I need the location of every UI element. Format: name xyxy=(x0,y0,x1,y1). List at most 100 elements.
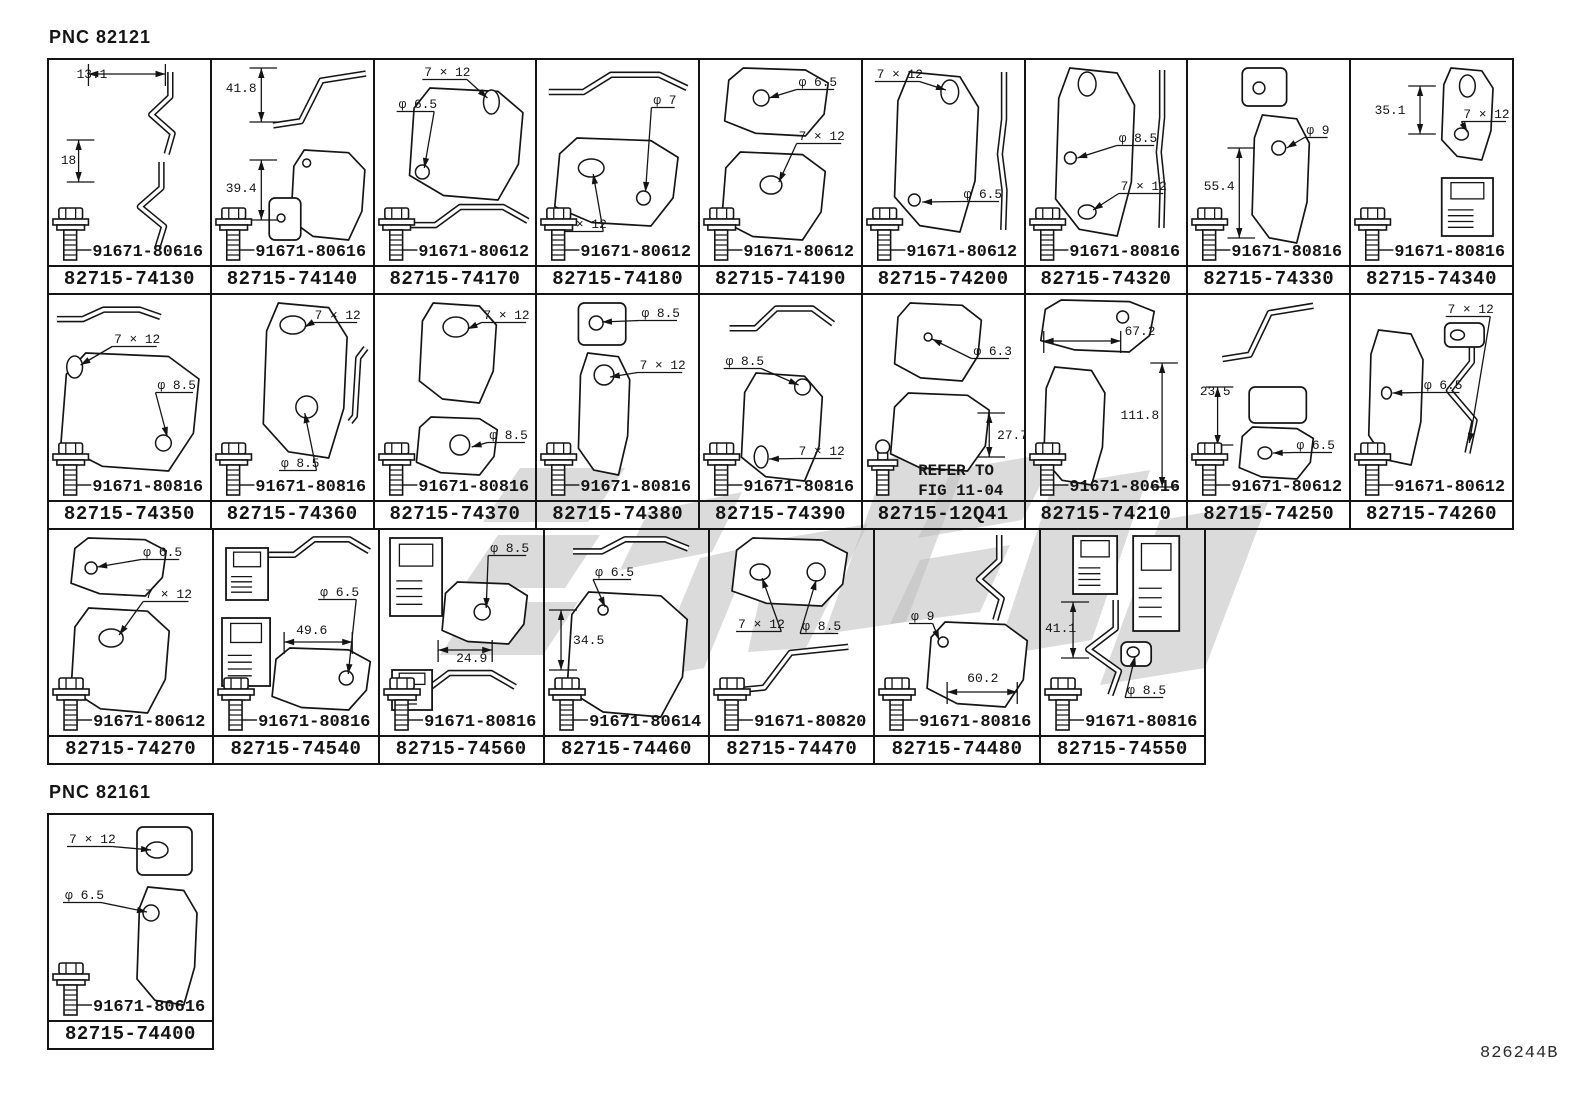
bolt-part-number: 91671-80612 xyxy=(1232,478,1343,497)
dimension-label: 55.4 xyxy=(1204,179,1235,194)
part-number: 82715-74470 xyxy=(710,735,874,763)
bolt-icon xyxy=(52,207,90,261)
part-number: 82715-74560 xyxy=(379,735,543,763)
bracket-drawing: 7 × 12 φ 8.5 91671-80816 xyxy=(52,306,203,497)
dimension-label: 24.9 xyxy=(456,651,487,666)
bolt-icon xyxy=(377,207,415,261)
bracket-drawing: φ 8.5 7 × 12 91671-80816 xyxy=(703,305,854,497)
bolt-icon xyxy=(52,677,90,731)
part-number: 82715-74140 xyxy=(211,265,373,293)
part-number: 82715-74380 xyxy=(537,500,699,528)
bolt-part-number: 91671-80612 xyxy=(581,243,692,262)
bolt-part-number: 91671-80612 xyxy=(1395,478,1506,497)
bolt-part-number: 91671-80816 xyxy=(418,478,529,497)
dimension-label: 41.1 xyxy=(1045,621,1076,636)
bolt-part-number: 91671-80612 xyxy=(906,243,1017,262)
part-number: 82715-74200 xyxy=(862,265,1024,293)
bracket-drawing: φ 9 60.2 91671-80816 xyxy=(878,535,1032,732)
dimension-label: φ 7 xyxy=(654,93,677,108)
figure-code: 826244B xyxy=(1480,1044,1559,1063)
dimension-label: 35.1 xyxy=(1375,103,1406,118)
bolt-icon xyxy=(1354,442,1392,496)
dimension-label: 7 × 12 xyxy=(799,444,845,459)
dimension-label: 39.4 xyxy=(226,181,257,196)
part-number: 82715-74330 xyxy=(1188,265,1350,293)
pnc-82121-label: PNC 82121 xyxy=(49,27,152,47)
dimension-label: 7 × 12 xyxy=(314,308,360,323)
bolt-part-number: 91671-80816 xyxy=(92,478,203,497)
dimension-label: φ 8.5 xyxy=(157,378,195,393)
dimension-label: φ 8.5 xyxy=(642,306,680,321)
dimension-label: φ 6.5 xyxy=(799,75,837,90)
bolt-icon xyxy=(703,442,741,496)
bolt-icon xyxy=(703,207,741,261)
part-number: 82715-12Q41 xyxy=(862,500,1024,528)
bolt-icon xyxy=(1354,207,1392,261)
bolt-part-number: 91671-80816 xyxy=(919,713,1031,732)
dimension-label: 7 × 12 xyxy=(799,129,845,144)
part-number: 82715-74190 xyxy=(700,265,861,293)
refer-note-line1: REFER TO xyxy=(918,462,994,480)
dimension-label: 7 × 12 xyxy=(640,358,686,373)
bolt-part-number: 91671-80612 xyxy=(743,243,854,262)
dimension-label: 60.2 xyxy=(968,671,999,686)
bolt-part-number: 91671-80816 xyxy=(1069,243,1180,262)
part-number: 82715-74170 xyxy=(374,265,536,293)
dimension-label: 7 × 12 xyxy=(483,308,529,323)
bolt-part-number: 91671-80616 xyxy=(93,998,205,1017)
dimension-label: φ 6.5 xyxy=(1424,378,1462,393)
bolt-icon xyxy=(52,442,90,496)
dimension-label: 7 × 12 xyxy=(114,332,160,347)
dimension-label: 27.7 xyxy=(997,428,1024,443)
part-number: 82715-74400 xyxy=(49,1020,212,1048)
dimension-label: φ 9 xyxy=(911,609,934,624)
bolt-icon xyxy=(1028,207,1066,261)
dimension-label: φ 8.5 xyxy=(726,354,764,369)
part-number: 82715-74340 xyxy=(1351,265,1512,293)
bolt-icon xyxy=(214,442,253,496)
part-number: 82715-74460 xyxy=(544,735,709,763)
bolt-part-number: 91671-80816 xyxy=(258,713,370,732)
bolt-icon xyxy=(865,207,904,261)
part-number: 82715-74360 xyxy=(211,500,373,528)
dimension-label: φ 8.5 xyxy=(802,619,841,634)
bolt-part-number: 91671-80816 xyxy=(1085,713,1197,732)
bolt-part-number: 91671-80816 xyxy=(1395,243,1506,262)
dimension-label: φ 6.5 xyxy=(143,545,182,560)
bolt-icon xyxy=(540,442,578,496)
dimension-label: φ 6.5 xyxy=(1297,438,1335,453)
dimension-label: 41.8 xyxy=(226,81,257,96)
bolt-part-number: 91671-80816 xyxy=(743,478,854,497)
part-cell: 41.8 39.4 91671-80616 82715-74140 xyxy=(211,60,375,295)
bolt-part-number: 91671-80616 xyxy=(255,243,366,262)
